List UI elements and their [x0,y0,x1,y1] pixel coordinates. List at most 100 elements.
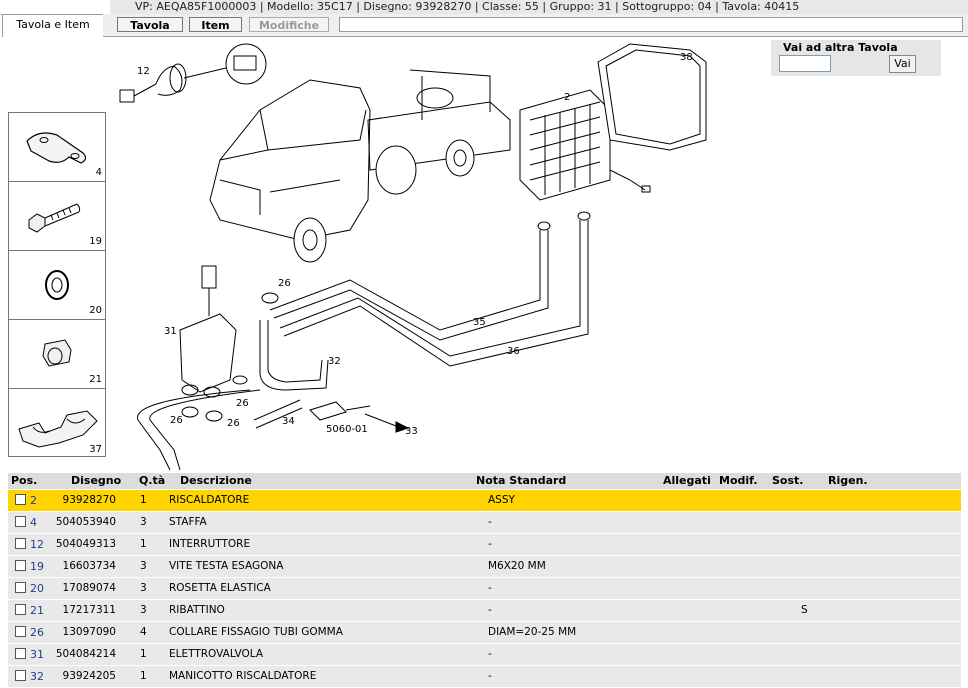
rivet-nut-icon [42,339,72,367]
row-descrizione: COLLARE FISSAGIO TUBI GOMMA [169,626,343,638]
row-descrizione: ROSETTA ELASTICA [169,582,271,594]
row-pos[interactable]: 19 [30,560,44,573]
table-row[interactable]: 19 16603734 3 VITE TESTA ESAGONA M6X20 M… [8,556,961,578]
thumbnail-number: 37 [89,444,102,455]
cover-part-icon [597,43,707,151]
row-nota: - [488,582,492,594]
row-nota: - [488,516,492,528]
row-pos[interactable]: 26 [30,626,44,639]
spring-washer-icon [45,270,69,300]
nav-field[interactable] [339,17,963,32]
table-row[interactable]: 31 504084214 1 ELETTROVALVOLA - [8,644,961,666]
col-allegati: Allegati [663,474,711,487]
goto-panel: Vai ad altra Tavola Vai [771,40,941,76]
row-qta: 1 [140,494,147,506]
row-checkbox[interactable] [15,626,26,637]
table-row[interactable]: 32 93924205 1 MANICOTTO RISCALDATORE - [8,666,961,688]
table-row[interactable]: 4 504053940 3 STAFFA - [8,512,961,534]
row-pos[interactable]: 12 [30,538,44,551]
callout-label: 26 [227,418,240,429]
row-disegno: 93924205 [62,670,116,682]
col-modif: Modif. [719,474,758,487]
row-qta: 3 [140,516,147,528]
row-pos[interactable]: 2 [30,494,37,507]
thumbnail-part[interactable]: 4 [9,113,105,182]
row-pos[interactable]: 32 [30,670,44,683]
row-checkbox[interactable] [15,670,26,681]
col-disegno: Disegno [71,474,122,487]
thumbnail-part[interactable]: 19 [9,182,105,251]
col-qta: Q.tà [139,474,166,487]
row-descrizione: RISCALDATORE [169,494,250,506]
switch-part-icon [119,43,267,103]
callout-label: 26 [278,278,291,289]
table-row[interactable]: 26 13097090 4 COLLARE FISSAGIO TUBI GOMM… [8,622,961,644]
thumbnail-part[interactable]: 20 [9,251,105,320]
thumbnail-number: 20 [89,305,102,316]
callout-label: 26 [236,398,249,409]
valve-part-icon [179,265,279,422]
goto-button[interactable]: Vai [889,55,916,73]
thumbnail-number: 19 [89,236,102,247]
row-checkbox[interactable] [15,560,26,571]
row-checkbox[interactable] [15,494,26,505]
table-row[interactable]: 20 17089074 3 ROSETTA ELASTICA - [8,578,961,600]
col-pos: Pos. [11,474,38,487]
callout-label: 31 [164,326,177,337]
truck-illustration [209,69,511,263]
hex-bolt-icon [28,203,81,233]
row-qta: 1 [140,648,147,660]
row-disegno: 17217311 [62,604,116,616]
vehicle-info: VP: AEQA85F1000003 | Modello: 35C17 | Di… [110,0,968,14]
callout-label: 34 [282,416,295,427]
tab-tavola-e-item[interactable]: Tavola e Item [2,14,104,37]
row-checkbox[interactable] [15,538,26,549]
parts-table-header: Pos. Disegno Q.tà Descrizione Nota Stand… [8,473,961,489]
row-nota: DIAM=20-25 MM [488,626,577,638]
callout-label: 5060-01 [326,424,368,435]
item-button[interactable]: Item [189,17,242,32]
row-pos[interactable]: 31 [30,648,44,661]
callout-labels: 12 38 2 26 31 35 36 32 26 26 26 34 5060-… [137,52,693,437]
row-nota: - [488,538,492,550]
row-qta: 4 [140,626,147,638]
row-descrizione: STAFFA [169,516,207,528]
row-disegno: 504053940 [55,516,116,528]
table-row[interactable]: 2 93928270 1 RISCALDATORE ASSY [8,490,961,512]
thumbnail-part[interactable]: 37 [9,389,105,458]
row-nota: ASSY [488,494,515,506]
row-disegno: 13097090 [62,626,116,638]
cable-clip-icon [18,410,98,448]
row-descrizione: MANICOTTO RISCALDATORE [169,670,317,682]
nav-row: Tavola Item Modifiche [103,14,968,37]
col-descrizione: Descrizione [180,474,252,487]
row-sost: S [801,604,808,616]
table-row[interactable]: 12 504049313 1 INTERRUTTORE - [8,534,961,556]
callout-label: 2 [564,92,570,103]
row-nota: - [488,648,492,660]
tavola-button[interactable]: Tavola [117,17,183,32]
goto-input[interactable] [779,55,831,72]
thumbnail-part[interactable]: 21 [9,320,105,389]
row-checkbox[interactable] [15,604,26,615]
row-pos[interactable]: 21 [30,604,44,617]
clip-bracket-icon [26,132,87,164]
row-pos[interactable]: 20 [30,582,44,595]
row-checkbox[interactable] [15,582,26,593]
row-descrizione: INTERRUTTORE [169,538,251,550]
row-checkbox[interactable] [15,516,26,527]
row-checkbox[interactable] [15,648,26,659]
thumbnail-number: 4 [95,167,102,178]
table-row[interactable]: 21 17217311 3 RIBATTINO - S [8,600,961,622]
row-descrizione: RIBATTINO [169,604,225,616]
exploded-drawing: 12 38 2 26 31 35 36 32 26 26 26 34 5060-… [119,43,707,470]
callout-label: 26 [170,415,183,426]
row-qta: 1 [140,670,147,682]
row-qta: 1 [140,538,147,550]
row-descrizione: ELETTROVALVOLA [169,648,264,660]
callout-label: 36 [507,346,520,357]
col-rigen: Rigen. [828,474,868,487]
row-pos[interactable]: 4 [30,516,37,529]
callout-label: 35 [473,317,486,328]
row-qta: 3 [140,604,147,616]
